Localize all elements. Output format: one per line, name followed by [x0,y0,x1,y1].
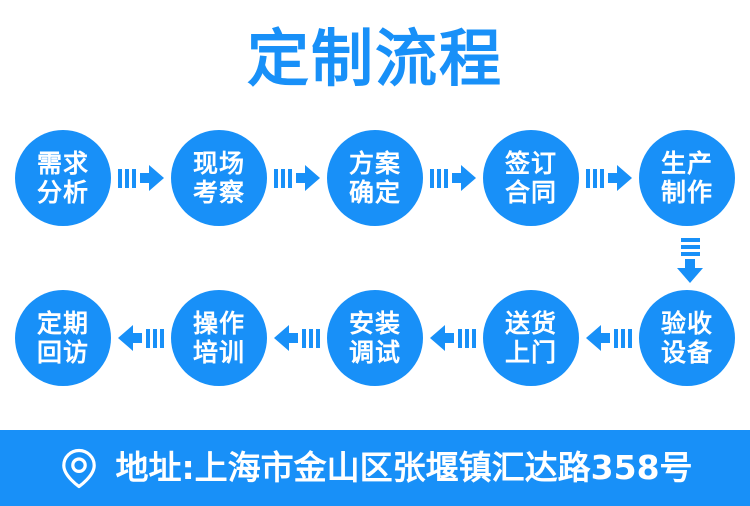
process-step-1[interactable]: 需求 分析 [15,130,111,226]
process-step-2-line2: 考察 [192,178,245,207]
process-step-4-line1: 签订 [504,149,557,178]
arrow-head [586,325,610,351]
process-step-10-line1: 定期 [36,309,89,338]
arrow-bars [614,328,632,348]
process-step-8-line2: 调试 [348,338,401,367]
arrow-right-icon-3 [423,161,483,195]
process-step-9-line2: 培训 [192,338,245,367]
process-step-1-line1: 需求 [36,149,89,178]
arrow-left-icon-1 [111,321,171,355]
process-step-6-line1: 验收 [660,309,713,338]
process-step-5[interactable]: 生产 制作 [639,130,735,226]
arrow-bars [146,328,164,348]
arrow-right-icon-2 [267,161,327,195]
arrow-bars [118,168,136,188]
process-step-1-line2: 分析 [36,178,89,207]
arrow-head [296,165,320,191]
page-title: 定制流程 [246,22,503,95]
arrow-head [274,325,298,351]
arrow-head [430,325,454,351]
arrow-bars [302,328,320,348]
process-step-7[interactable]: 送货 上门 [483,290,579,386]
arrow-down-icon [668,232,712,288]
arrow-bars [458,328,476,348]
process-step-8[interactable]: 安装 调试 [327,290,423,386]
process-row-bottom: 定期 回访 操作 培训 安装 调试 送货 上门 [0,288,750,388]
process-step-3-line2: 确定 [348,178,401,207]
process-step-3[interactable]: 方案 确定 [327,130,423,226]
process-step-8-line1: 安装 [348,309,401,338]
process-step-2[interactable]: 现场 考察 [171,130,267,226]
process-step-7-line2: 上门 [504,338,557,367]
process-step-2-line1: 现场 [192,149,245,178]
process-step-10[interactable]: 定期 回访 [15,290,111,386]
arrow-bars [586,168,604,188]
process-step-7-line1: 送货 [504,309,557,338]
process-step-6-line2: 设备 [660,338,713,367]
process-step-5-line1: 生产 [660,149,713,178]
arrow-bars [274,168,292,188]
arrow-right-icon-4 [579,161,639,195]
arrow-bars [680,237,700,256]
address-text: 地址:上海市金山区张堰镇汇达路358号 [115,448,693,487]
location-pin-icon [62,448,97,489]
process-step-9-line1: 操作 [192,309,245,338]
process-step-3-line1: 方案 [348,149,401,178]
process-row-top: 需求 分析 现场 考察 方案 确定 签订 合同 [0,128,750,228]
arrow-head [140,165,164,191]
arrow-left-icon-2 [267,321,327,355]
process-step-9[interactable]: 操作 培训 [171,290,267,386]
process-step-6[interactable]: 验收 设备 [639,290,735,386]
arrow-left-icon-3 [423,321,483,355]
arrow-right-icon-1 [111,161,171,195]
process-step-5-line2: 制作 [660,178,713,207]
address-bar: 地址:上海市金山区张堰镇汇达路358号 [0,430,750,506]
arrow-left-icon-4 [579,321,639,355]
arrow-head [608,165,632,191]
arrow-head [677,258,703,283]
process-step-4-line2: 合同 [504,178,557,207]
arrow-head [452,165,476,191]
arrow-bars [430,168,448,188]
process-step-10-line2: 回访 [36,338,89,367]
arrow-head [118,325,142,351]
process-step-4[interactable]: 签订 合同 [483,130,579,226]
